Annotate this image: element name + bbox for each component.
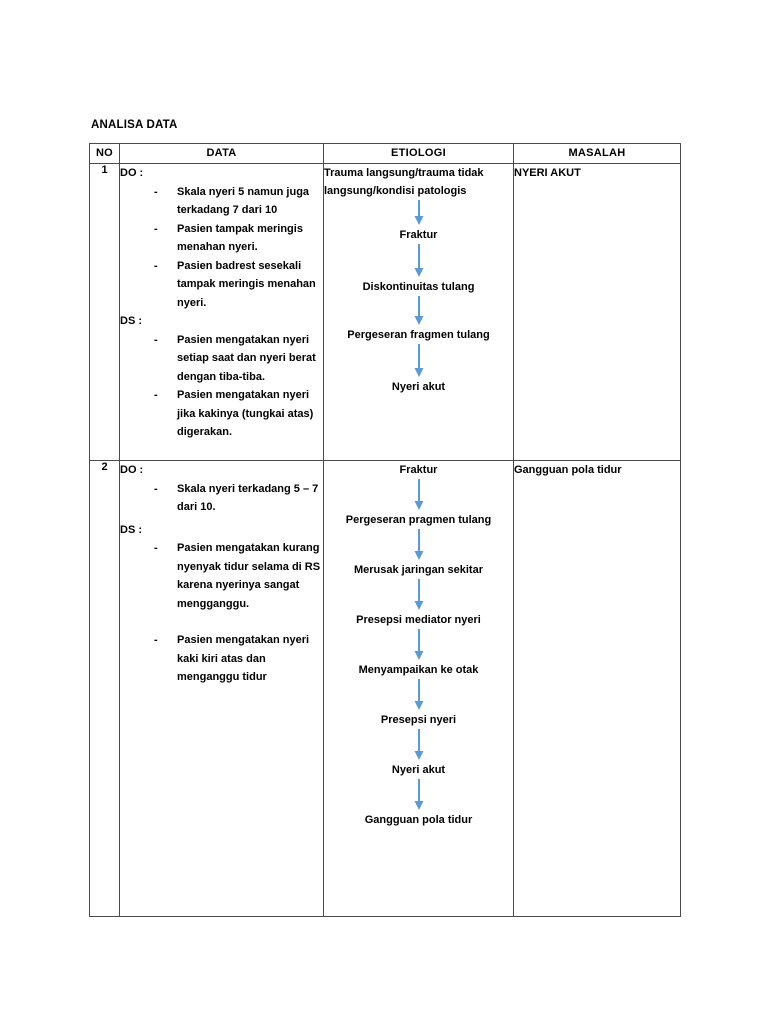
flow-node: Pergeseran fragmen tulang bbox=[347, 329, 490, 341]
list-item: Pasien badrest sesekali tampak meringis … bbox=[120, 257, 323, 313]
etiologi-flowchart: Fraktur Pergeseran pragmen tulang Merusa… bbox=[324, 461, 513, 829]
flow-node: Fraktur bbox=[399, 229, 438, 241]
list-item: Skala nyeri 5 namun juga terkadang 7 dar… bbox=[120, 183, 323, 220]
list-item: Pasien mengatakan nyeri setiap saat dan … bbox=[120, 331, 323, 387]
page-title: ANALISA DATA bbox=[91, 119, 178, 131]
analisa-data-table: NO DATA ETIOLOGI MASALAH 1 DO : Skala ny… bbox=[89, 143, 681, 917]
objective-label: DO : bbox=[120, 167, 144, 179]
subjective-label: DS : bbox=[120, 315, 142, 327]
subjective-label: DS : bbox=[120, 523, 142, 536]
data-cell: DO : Skala nyeri terkadang 5 – 7 dari 10… bbox=[119, 460, 324, 917]
arrow-down-icon bbox=[412, 529, 426, 561]
list-item: Pasien mengatakan nyeri jika kakinya (tu… bbox=[120, 386, 323, 442]
flow-node: Diskontinuitas tulang bbox=[362, 281, 475, 293]
flow-node: Pergeseran pragmen tulang bbox=[345, 514, 492, 526]
flow-node: Menyampaikan ke otak bbox=[358, 664, 479, 676]
flow-node: Gangguan pola tidur bbox=[364, 814, 473, 826]
arrow-down-icon bbox=[412, 779, 426, 811]
flow-node: Merusak jaringan sekitar bbox=[353, 564, 483, 576]
table-header-row: NO DATA ETIOLOGI MASALAH bbox=[89, 143, 681, 164]
arrow-down-icon bbox=[412, 679, 426, 711]
arrow-down-icon bbox=[412, 296, 426, 326]
column-header-no: NO bbox=[89, 143, 120, 164]
subjective-list: Pasien mengatakan nyeri setiap saat dan … bbox=[120, 331, 323, 442]
flow-node: Trauma langsung/trauma tidak langsung/ko… bbox=[324, 167, 484, 197]
column-header-data: DATA bbox=[119, 143, 324, 164]
flow-node: Nyeri akut bbox=[391, 764, 446, 776]
arrow-down-icon bbox=[412, 579, 426, 611]
list-item: Pasien mengatakan nyeri kaki kiri atas d… bbox=[120, 631, 323, 687]
etiologi-cell: Trauma langsung/trauma tidak langsung/ko… bbox=[323, 163, 514, 461]
arrow-down-icon bbox=[412, 629, 426, 661]
etiologi-cell: Fraktur Pergeseran pragmen tulang Merusa… bbox=[323, 460, 514, 917]
column-header-etiologi: ETIOLOGI bbox=[323, 143, 514, 164]
arrow-down-icon bbox=[412, 200, 426, 226]
objective-list: Skala nyeri 5 namun juga terkadang 7 dar… bbox=[120, 183, 323, 313]
row-number: 2 bbox=[89, 460, 120, 917]
table-row: 2 DO : Skala nyeri terkadang 5 – 7 dari … bbox=[89, 460, 681, 917]
arrow-down-icon bbox=[412, 344, 426, 378]
list-item: Pasien mengatakan kurang nyenyak tidur s… bbox=[120, 539, 323, 613]
subjective-list: Pasien mengatakan kurang nyenyak tidur s… bbox=[120, 539, 323, 687]
masalah-cell: NYERI AKUT bbox=[513, 163, 681, 461]
table-row: 1 DO : Skala nyeri 5 namun juga terkadan… bbox=[89, 163, 681, 461]
list-item: Skala nyeri terkadang 5 – 7 dari 10. bbox=[120, 480, 323, 517]
etiologi-flowchart: Trauma langsung/trauma tidak langsung/ko… bbox=[324, 164, 513, 396]
flow-node: Presepsi mediator nyeri bbox=[356, 614, 481, 626]
arrow-down-icon bbox=[412, 479, 426, 511]
objective-label: DO : bbox=[120, 464, 144, 476]
masalah-cell: Gangguan pola tidur bbox=[513, 460, 681, 917]
data-cell: DO : Skala nyeri 5 namun juga terkadang … bbox=[119, 163, 324, 461]
objective-list: Skala nyeri terkadang 5 – 7 dari 10. bbox=[120, 480, 323, 517]
arrow-down-icon bbox=[412, 244, 426, 278]
arrow-down-icon bbox=[412, 729, 426, 761]
list-item: Pasien tampak meringis menahan nyeri. bbox=[120, 220, 323, 257]
flow-node: Presepsi nyeri bbox=[380, 714, 457, 726]
column-header-masalah: MASALAH bbox=[513, 143, 681, 164]
row-number: 1 bbox=[89, 163, 120, 461]
flow-node: Fraktur bbox=[399, 464, 438, 476]
flow-node: Nyeri akut bbox=[391, 381, 446, 393]
